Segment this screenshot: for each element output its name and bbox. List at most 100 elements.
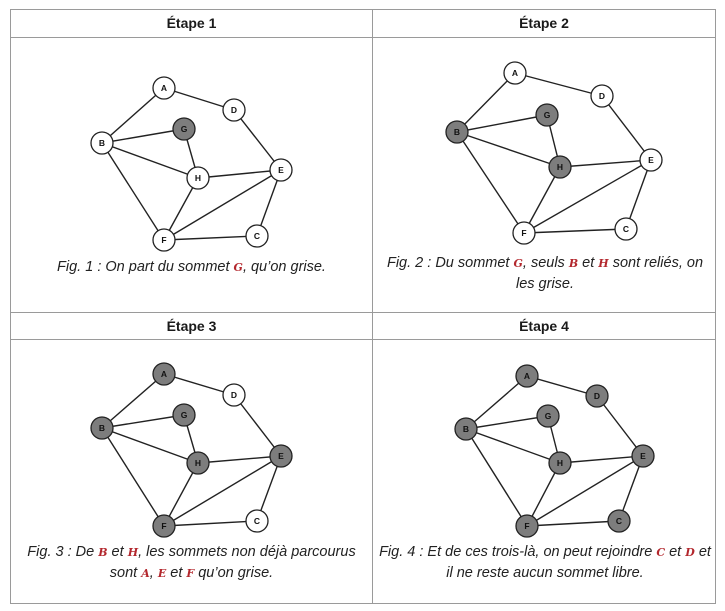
graph-edge-DE bbox=[601, 95, 652, 161]
node-circle bbox=[512, 221, 536, 245]
graph-node-G: G bbox=[172, 117, 196, 141]
node-label: D bbox=[231, 390, 237, 400]
node-label: C bbox=[254, 231, 260, 241]
node-circle bbox=[503, 61, 527, 85]
caption-text: et bbox=[578, 255, 599, 271]
graph-edge-BF bbox=[465, 428, 528, 527]
node-label: G bbox=[181, 410, 188, 420]
node-label: H bbox=[557, 162, 563, 172]
node-circle bbox=[631, 444, 655, 468]
node-circle bbox=[90, 131, 114, 155]
graph-node-F: F bbox=[515, 514, 539, 538]
node-circle bbox=[515, 364, 539, 388]
table-middle-divider bbox=[11, 312, 715, 313]
node-circle bbox=[245, 509, 269, 533]
graph-edge-FE bbox=[526, 455, 644, 527]
node-label: H bbox=[195, 173, 201, 183]
node-circle bbox=[585, 384, 609, 408]
caption-text: , qu’on grise. bbox=[242, 259, 326, 275]
caption-text: qu’on grise. bbox=[194, 565, 274, 581]
node-circle bbox=[222, 98, 246, 122]
node-circle bbox=[590, 84, 614, 108]
node-label: A bbox=[161, 369, 167, 379]
caption-text: et bbox=[665, 544, 686, 560]
graph-node-A: A bbox=[503, 61, 527, 85]
node-circle bbox=[454, 417, 478, 441]
graph-node-E: E bbox=[639, 148, 663, 172]
node-circle bbox=[152, 362, 176, 386]
node-label: F bbox=[161, 521, 166, 531]
vertex-reference: A bbox=[141, 567, 150, 580]
figure-caption: Fig. 4 : Et de ces trois-là, on peut rej… bbox=[378, 542, 712, 584]
node-label: G bbox=[544, 110, 551, 120]
node-label: C bbox=[623, 224, 629, 234]
graph-edge-CE bbox=[625, 159, 652, 230]
graph-edge-DE bbox=[233, 109, 282, 171]
graph-edge-BH bbox=[101, 142, 199, 179]
graph-node-H: H bbox=[186, 451, 210, 475]
node-circle bbox=[245, 224, 269, 248]
graph-edge-HF bbox=[526, 462, 561, 527]
node-circle bbox=[515, 514, 539, 538]
graph-node-F: F bbox=[152, 228, 176, 252]
vertex-reference: D bbox=[685, 546, 695, 559]
graph-edge-BG bbox=[456, 114, 548, 133]
graph-node-A: A bbox=[152, 76, 176, 100]
graph-edge-AB bbox=[465, 375, 528, 430]
node-label: F bbox=[524, 521, 529, 531]
caption-text: Fig. 1 : On part du sommet bbox=[57, 259, 234, 275]
graph-node-C: C bbox=[607, 509, 631, 533]
figure-caption: Fig. 1 : On part du sommet G, qu’on gris… bbox=[21, 257, 362, 278]
node-label: D bbox=[231, 105, 237, 115]
node-label: A bbox=[161, 83, 167, 93]
caption-text: Fig. 2 : Du sommet bbox=[386, 255, 514, 271]
table-vertical-divider bbox=[372, 10, 373, 603]
node-circle bbox=[222, 383, 246, 407]
graph-edge-HE bbox=[559, 455, 644, 464]
panel-title: Étape 4 bbox=[519, 318, 569, 334]
node-label: B bbox=[463, 424, 469, 434]
node-label: B bbox=[99, 423, 105, 433]
node-circle bbox=[614, 217, 638, 241]
graph-edge-FE bbox=[163, 169, 282, 241]
graph-node-D: D bbox=[585, 384, 609, 408]
graph-edge-FC bbox=[523, 228, 627, 234]
vertex-reference: F bbox=[186, 567, 195, 580]
graph-node-B: B bbox=[454, 417, 478, 441]
vertex-reference: G bbox=[513, 257, 523, 270]
node-label: B bbox=[99, 138, 105, 148]
graph-edge-BH bbox=[456, 131, 561, 168]
graph-edge-FE bbox=[163, 455, 282, 527]
graph-node-A: A bbox=[152, 362, 176, 386]
node-circle bbox=[186, 451, 210, 475]
graph-node-C: C bbox=[614, 217, 638, 241]
graph-node-G: G bbox=[536, 404, 560, 428]
graph-edge-DE bbox=[233, 394, 282, 457]
graph-edge-FC bbox=[163, 520, 258, 527]
panel-title: Étape 2 bbox=[519, 15, 569, 31]
graph-node-F: F bbox=[152, 514, 176, 538]
node-circle bbox=[607, 509, 631, 533]
node-circle bbox=[445, 120, 469, 144]
node-label: A bbox=[512, 68, 518, 78]
node-label: A bbox=[524, 371, 530, 381]
graph-edge-HF bbox=[163, 462, 199, 527]
node-label: C bbox=[254, 516, 260, 526]
graph-node-H: H bbox=[548, 155, 572, 179]
graph-node-H: H bbox=[548, 451, 572, 475]
vertex-reference: G bbox=[233, 261, 243, 274]
node-label: F bbox=[521, 228, 526, 238]
graph-edge-BH bbox=[465, 428, 561, 464]
vertex-reference: H bbox=[598, 257, 609, 270]
graph-node-D: D bbox=[222, 383, 246, 407]
node-circle bbox=[548, 155, 572, 179]
node-circle bbox=[536, 404, 560, 428]
caption-text: Fig. 4 : Et de ces trois-là, on peut rej… bbox=[379, 544, 657, 560]
panel-title: Étape 3 bbox=[166, 318, 217, 334]
node-label: G bbox=[181, 124, 188, 134]
node-label: H bbox=[195, 458, 201, 468]
graph-edge-AB bbox=[456, 72, 516, 133]
panel-title: Étape 1 bbox=[166, 15, 217, 31]
